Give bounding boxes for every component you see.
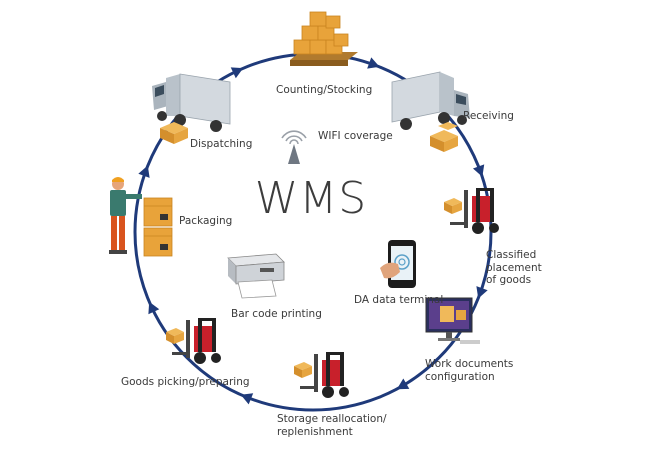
- dispatching-truck-icon: [152, 73, 231, 132]
- stage-label-picking: Goods picking/preparing: [121, 376, 250, 388]
- forklift-part: [198, 318, 216, 321]
- forklift-part: [340, 352, 344, 386]
- stage-label-dispatching: Dispatching: [190, 138, 253, 150]
- forklift-part: [166, 328, 184, 336]
- packaging-boxes-icon: [143, 197, 173, 257]
- forklift-part: [211, 353, 221, 363]
- forklift-part: [174, 332, 184, 344]
- forklift-part: [194, 352, 206, 364]
- forklift-icon: [444, 188, 499, 234]
- forklift-part: [476, 188, 494, 191]
- cycle-arrowhead: [472, 164, 485, 177]
- stage-label-counting: Counting/Stocking: [276, 84, 373, 96]
- forklift-part: [476, 188, 480, 222]
- cycle-arrowhead: [396, 378, 410, 390]
- wifi-icon: [281, 130, 307, 164]
- cycle-arrowhead: [230, 67, 244, 79]
- forklift-part: [326, 352, 344, 355]
- receiving-boxes-icon: [430, 122, 458, 152]
- forklift-part: [322, 386, 334, 398]
- monitor-icon: [425, 297, 480, 344]
- cycle-arrows: [138, 57, 488, 405]
- dispatching-boxes-icon: [160, 122, 188, 144]
- phone-terminal-icon: [380, 240, 416, 288]
- cycle-arrowhead: [367, 57, 380, 69]
- forklift-part: [490, 188, 494, 222]
- cycle-arrowhead: [240, 393, 254, 405]
- forklift-part: [472, 222, 484, 234]
- forklift-part: [444, 198, 462, 206]
- forklift-part: [294, 366, 302, 378]
- forklift-part: [489, 223, 499, 233]
- wifi-label: WIFI coverage: [318, 130, 393, 142]
- stage-label-packaging: Packaging: [179, 215, 233, 227]
- forklift-part: [186, 320, 190, 358]
- cycle-arrowhead: [476, 286, 488, 299]
- forklift-part: [452, 202, 462, 214]
- forklift-part: [166, 332, 174, 344]
- worker-icon: [109, 177, 142, 254]
- printer-icon: [227, 253, 285, 299]
- forklift-part: [198, 318, 202, 352]
- cycle-arrowhead: [138, 165, 150, 178]
- stage-label-receiving: Receiving: [463, 110, 514, 122]
- forklift-part: [314, 354, 318, 392]
- forklift-part: [450, 222, 468, 225]
- forklift-part: [300, 386, 318, 389]
- forklift-part: [212, 318, 216, 352]
- forklift-icon: [166, 318, 221, 364]
- forklift-part: [326, 352, 330, 386]
- page-title: WMS: [254, 173, 368, 224]
- forklift-part: [294, 362, 312, 370]
- forklift-part: [172, 352, 190, 355]
- barcode-label: Bar code printing: [231, 308, 322, 320]
- stage-label-classified: Classified placement of goods: [486, 249, 542, 286]
- forklift-part: [464, 190, 468, 228]
- forklift-icon: [294, 352, 349, 398]
- forklift-part: [339, 387, 349, 397]
- stage-label-storage: Storage reallocation/ replenishment: [277, 413, 387, 438]
- data-terminal-label: DA data terminal: [354, 294, 444, 306]
- forklift-part: [444, 202, 452, 214]
- stage-label-workdocs: Work documents configuration: [425, 358, 514, 383]
- box-stack-icon: [290, 11, 358, 66]
- receiving-truck-icon: [391, 71, 470, 130]
- cycle-arrowhead: [148, 301, 160, 315]
- forklift-part: [302, 366, 312, 378]
